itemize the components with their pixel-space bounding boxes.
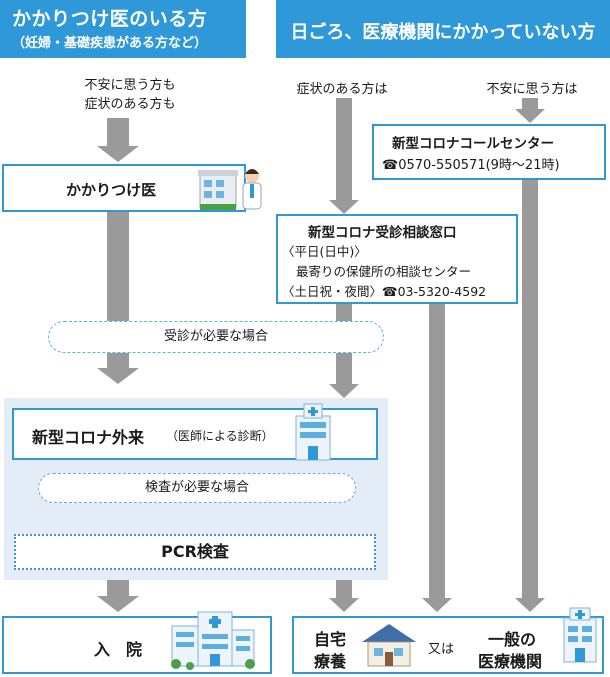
hospital-icon (295, 403, 331, 461)
call-center-box: 新型コロナコールセンター ☎0570-550571(9時～21時) (372, 124, 606, 180)
arrow-consult-shaft (429, 304, 445, 600)
home-care-line2: 療養 (314, 652, 347, 671)
clinic-icon (563, 607, 597, 663)
outpatient-title: 新型コロナ外来 (32, 428, 145, 447)
arrow-symptoms-2-head (329, 384, 359, 398)
clinic-doctor-icon (198, 169, 262, 210)
general-line2: 医療機関 (478, 652, 543, 671)
left-header-subtitle: （妊婦・基礎疾患がある方など） (12, 36, 208, 51)
consult-box: 新型コロナ受診相談窓口 〈平日(日中)〉 最寄りの保健所の相談センター 〈土日祝… (276, 214, 518, 304)
arrow-left-3-head (97, 596, 139, 612)
arrow-left-1-head (97, 146, 139, 162)
or-label: 又は (428, 642, 455, 657)
consult-line2: 最寄りの保健所の相談センター (296, 264, 472, 279)
left-header-title: かかりつけ医のいる方 (12, 8, 208, 30)
note-right-symptoms: 症状のある方は (296, 82, 388, 97)
arrow-left-2-head (97, 368, 139, 384)
arrow-anxious-1-head (515, 109, 545, 123)
need-test-label: 検査が必要な場合 (144, 480, 249, 495)
house-icon (362, 624, 416, 667)
home-general-box: 自宅 療養 又は 一般の 医療機関 (292, 616, 604, 674)
arrow-anxious-2-head (515, 598, 545, 612)
arrow-consult-head (422, 598, 452, 612)
outpatient-note: （医師による診断） (166, 429, 274, 443)
family-doctor-label: かかりつけ医 (66, 181, 157, 199)
arrow-anxious-1-shaft (522, 98, 538, 110)
need-visit-label: 受診が必要な場合 (163, 329, 268, 344)
arrow-anxious-2-shaft (522, 180, 538, 600)
need-test-pill: 検査が必要な場合 (38, 473, 356, 503)
large-hospital-icon (171, 611, 255, 670)
arrow-symptoms-3-head (329, 598, 359, 612)
general-line1: 一般の (488, 630, 537, 649)
arrow-left-3-shaft (107, 580, 129, 598)
home-care-line1: 自宅 (314, 630, 347, 649)
left-header: かかりつけ医のいる方 （妊婦・基礎疾患がある方など） (0, 0, 246, 58)
call-center-phone: ☎0570-550571(9時～21時) (382, 158, 560, 173)
arrow-left-1-shaft (107, 118, 129, 148)
consult-title: 新型コロナ受診相談窓口 (308, 225, 457, 241)
hospitalization-label: 入 院 (94, 640, 143, 659)
left-notes: 不安に思う方も 症状のある方も (50, 76, 210, 114)
arrow-symptoms-3-shaft (336, 580, 352, 600)
consult-line1: 〈平日(日中)〉 (282, 244, 367, 259)
arrow-symptoms-1-shaft (336, 98, 352, 200)
note-left-symptoms: 症状のある方も (84, 97, 176, 112)
pcr-box: PCR検査 (14, 534, 376, 570)
right-header: 日ごろ、医療機関にかかっていない方 (276, 0, 610, 58)
note-left-anxious: 不安に思う方も (84, 78, 176, 93)
call-center-title: 新型コロナコールセンター (392, 136, 554, 152)
note-right-anxious: 不安に思う方は (486, 82, 578, 97)
right-header-title: 日ごろ、医療機関にかかっていない方 (290, 22, 596, 43)
need-visit-pill: 受診が必要な場合 (48, 321, 384, 353)
consult-line3: 〈土日祝・夜間〉☎03-5320-4592 (282, 284, 487, 299)
arrow-symptoms-1-head (329, 200, 359, 214)
pcr-label: PCR検査 (161, 542, 229, 561)
